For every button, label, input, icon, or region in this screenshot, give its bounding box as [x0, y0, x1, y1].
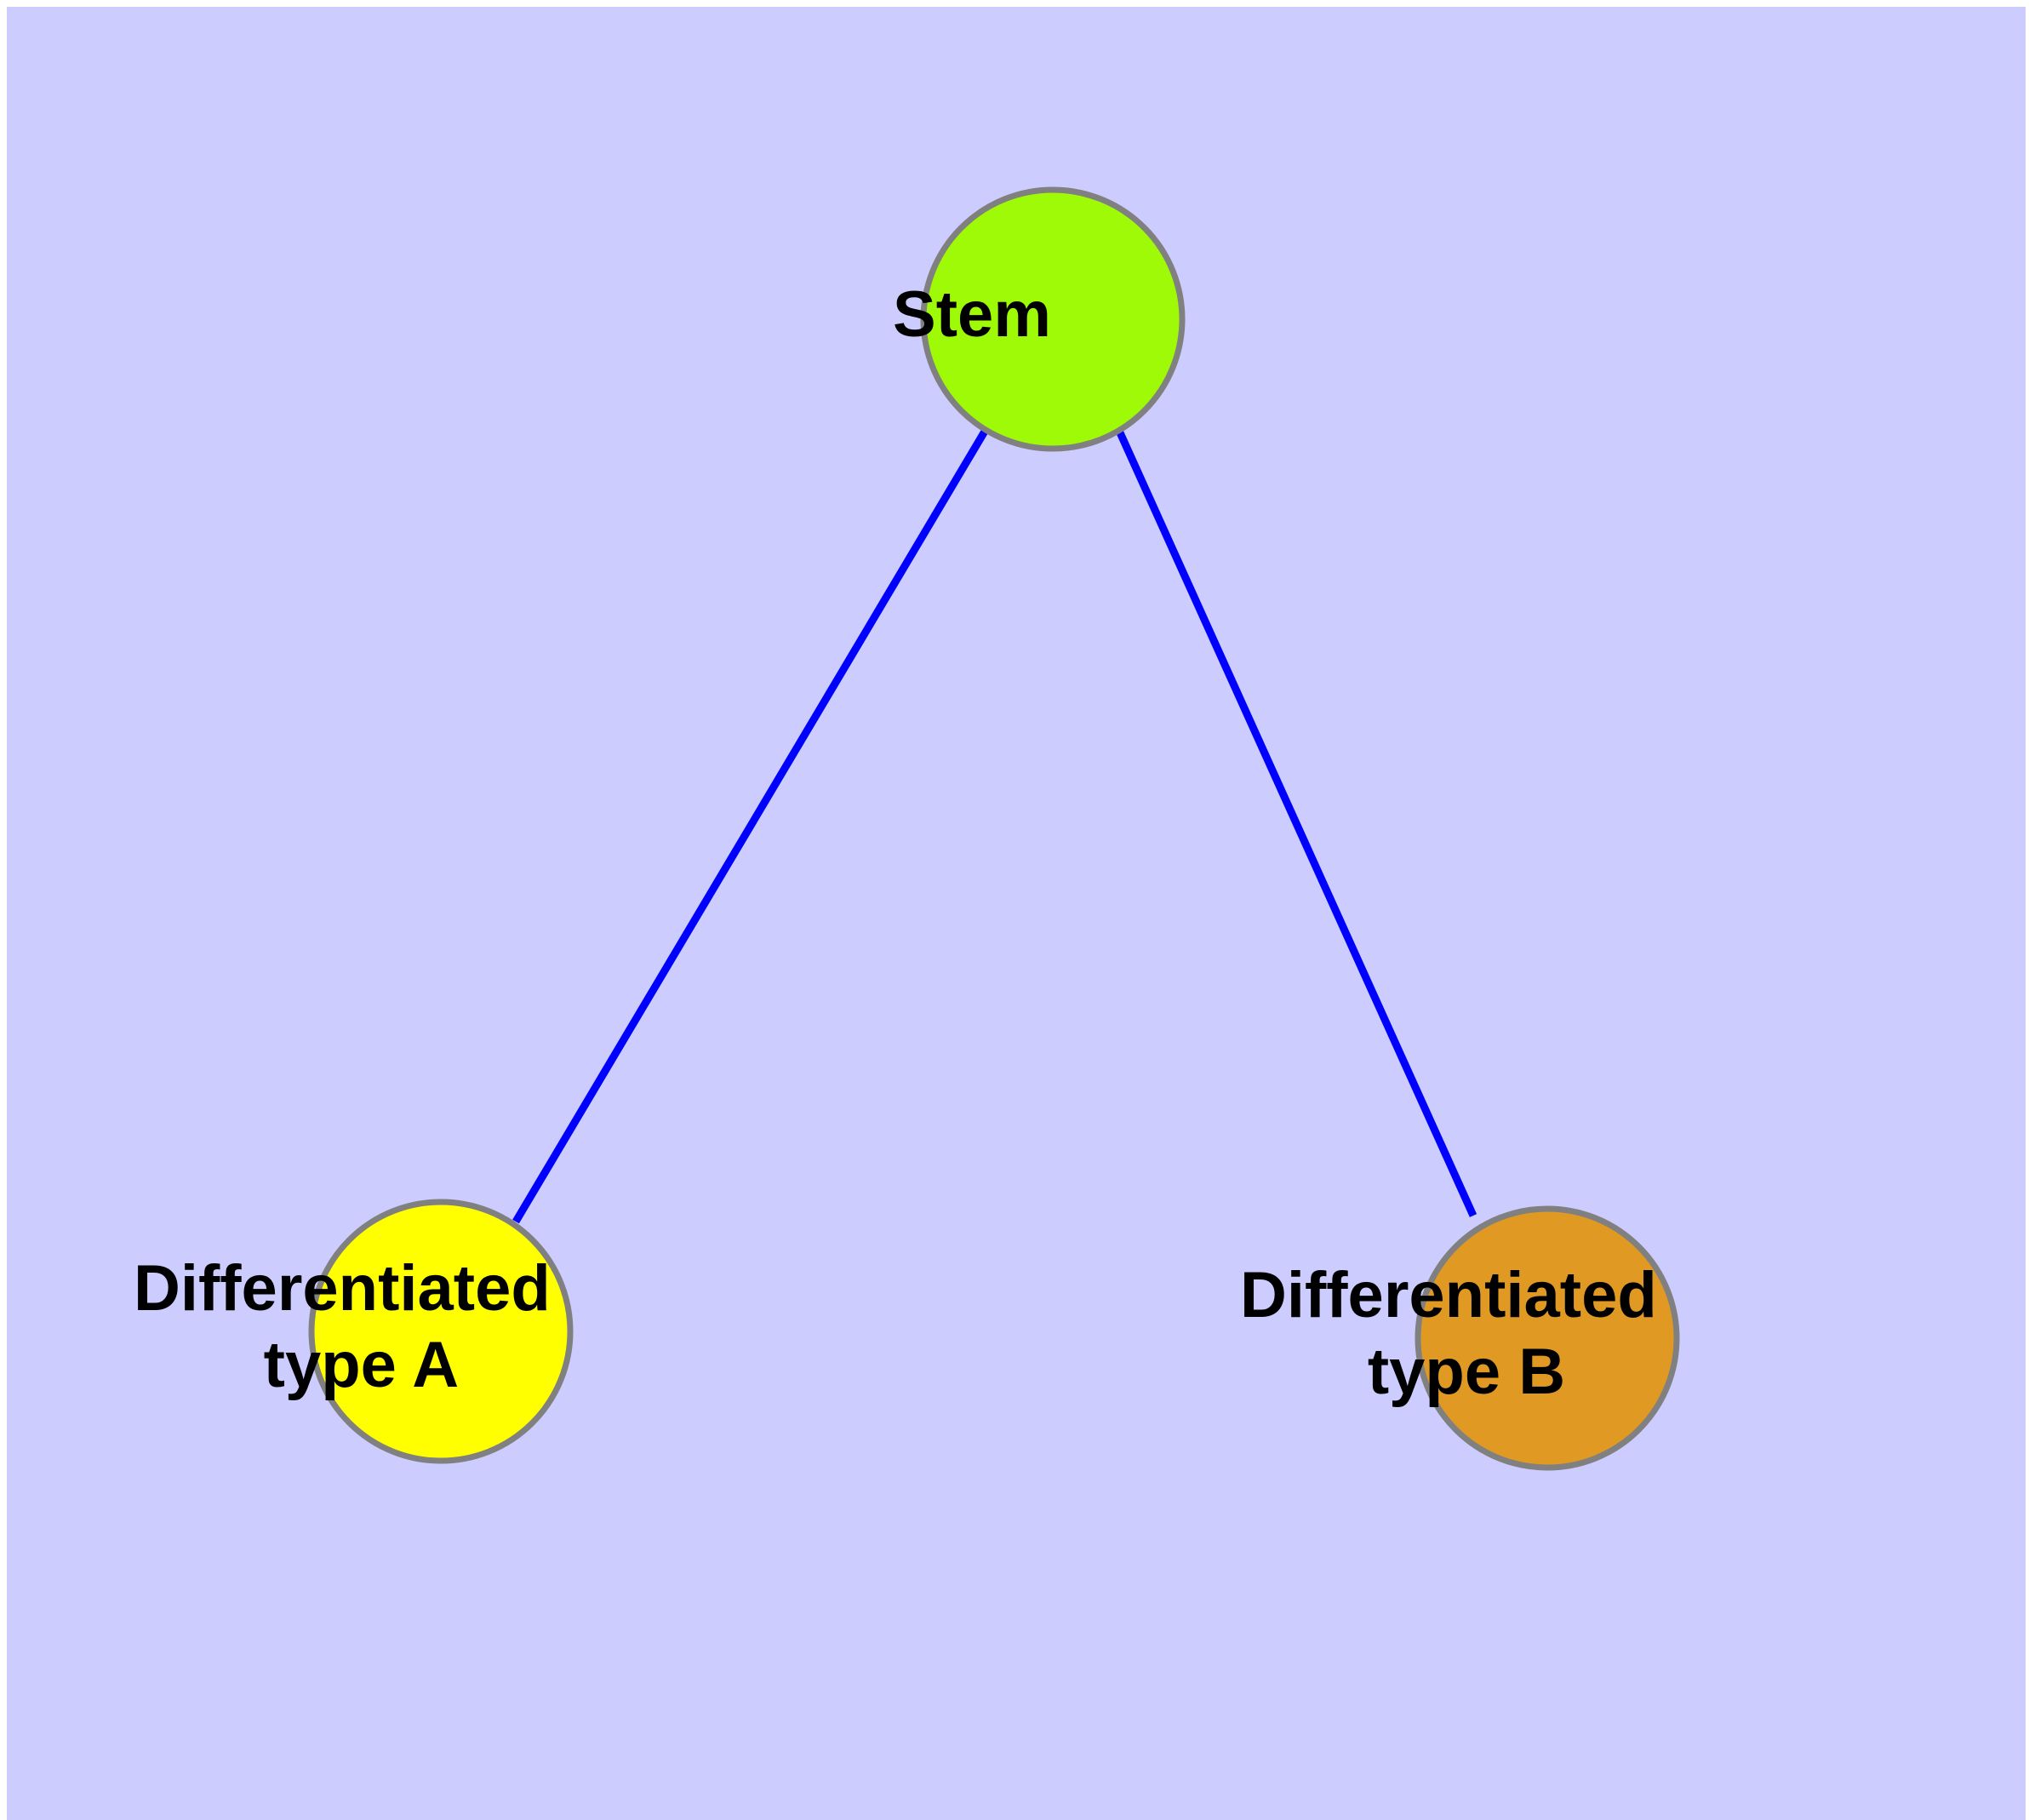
node-layer: Stem Differentiated type A Differentiate… — [134, 0, 1855, 1471]
edge-stem-to-differentiated-type-b[interactable] — [1115, 429, 1477, 1217]
node-differentiated-type-a[interactable]: Differentiated type A — [134, 0, 748, 1464]
node-differentiated-type-b-label: Differentiated type B — [1240, 0, 1855, 1408]
edge-layer — [512, 427, 1477, 1224]
node-differentiated-type-b-label-line-1: Differentiated — [1240, 1259, 1657, 1331]
node-stem-label-line-1: Stem — [893, 278, 1051, 351]
node-stem-label: Stem — [893, 0, 1213, 351]
node-differentiated-type-a-label-line-2: type A — [264, 1329, 458, 1401]
node-differentiated-type-b-label-line-2: type B — [1368, 1336, 1565, 1408]
node-differentiated-type-a-circle[interactable] — [308, 1199, 574, 1464]
node-stem[interactable]: Stem — [893, 0, 1213, 452]
node-differentiated-type-a-label-line-1: Differentiated — [134, 1252, 551, 1325]
node-stem-circle[interactable] — [920, 186, 1186, 452]
node-differentiated-type-a-label: Differentiated type A — [134, 0, 748, 1401]
node-differentiated-type-b[interactable]: Differentiated type B — [1240, 0, 1855, 1471]
edge-stem-to-differentiated-type-a[interactable] — [512, 427, 989, 1224]
node-differentiated-type-b-circle[interactable] — [1415, 1205, 1680, 1471]
